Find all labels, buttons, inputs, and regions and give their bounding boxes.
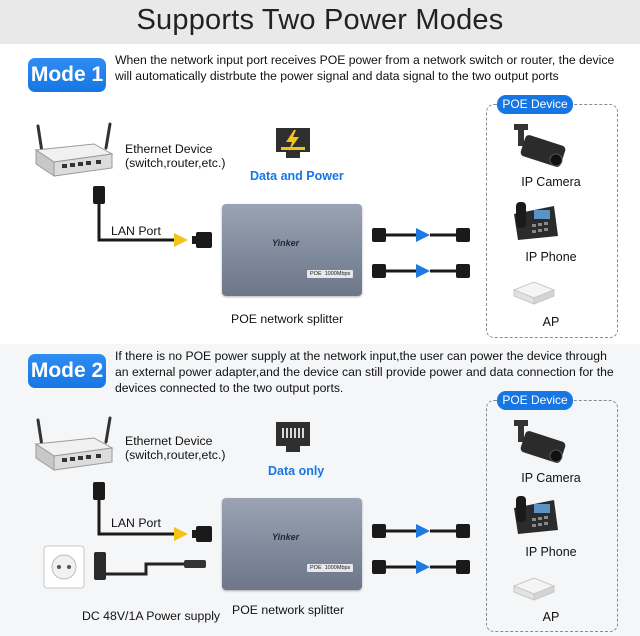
splitter-brand: Yinker (272, 532, 300, 542)
mode2-ethernet-label-1: Ethernet Device (125, 434, 213, 448)
mode1-lan-port-label: LAN Port (111, 224, 161, 238)
mode2-ip-phone-label: IP Phone (525, 545, 577, 559)
mode1-ethernet-label-2: (switch,router,etc.) (125, 156, 226, 170)
mode1-ap-label: AP (542, 315, 560, 329)
ip-phone-icon (514, 202, 558, 240)
mode2-ip-camera-label: IP Camera (521, 471, 581, 485)
mode1-ethernet-label-1: Ethernet Device (125, 142, 213, 156)
mode1-poe-device-tag: POE Device (497, 95, 573, 114)
mode2-signal-label: Data only (268, 464, 325, 478)
mode1-badge: Mode 1 (28, 58, 106, 92)
router-icon (34, 122, 114, 177)
power-adapter-icon (43, 545, 206, 589)
mode2-ethernet-label-2: (switch,router,etc.) (125, 448, 226, 462)
lightning-port-icon (276, 128, 310, 158)
router-icon (34, 416, 114, 471)
mode1-splitter-label: POE network splitter (231, 312, 344, 326)
ip-phone-icon (514, 496, 558, 534)
mode1-output-cables (372, 228, 470, 278)
mode1-ip-phone-label: IP Phone (525, 250, 577, 264)
mode2-poe-device-tag: POE Device (497, 391, 573, 410)
mode2-splitter-label: POE network splitter (232, 603, 345, 617)
mode2-ap-label: AP (542, 610, 560, 624)
mode1-ip-camera-label: IP Camera (521, 175, 581, 189)
access-point-icon (512, 577, 556, 601)
page-title: Supports Two Power Modes (136, 4, 504, 36)
ip-camera-icon (514, 124, 566, 167)
mode1-signal-label: Data and Power (250, 169, 344, 183)
title-band (0, 0, 640, 44)
ip-camera-icon (514, 420, 566, 463)
ethernet-port-icon (276, 422, 310, 452)
mode1-description: When the network input port receives POE… (115, 53, 615, 83)
mode2-description: If there is no POE power supply at the n… (115, 349, 614, 395)
mode2-lan-port-label: LAN Port (111, 516, 161, 530)
lan-cable-icon (93, 482, 212, 542)
lan-cable-icon (93, 186, 212, 248)
access-point-icon (512, 281, 556, 305)
splitter-brand: Yinker (272, 238, 300, 248)
mode2-badge: Mode 2 (28, 354, 106, 388)
mode2-power-label: DC 48V/1A Power supply (82, 609, 221, 623)
mode2-output-cables (372, 524, 470, 574)
